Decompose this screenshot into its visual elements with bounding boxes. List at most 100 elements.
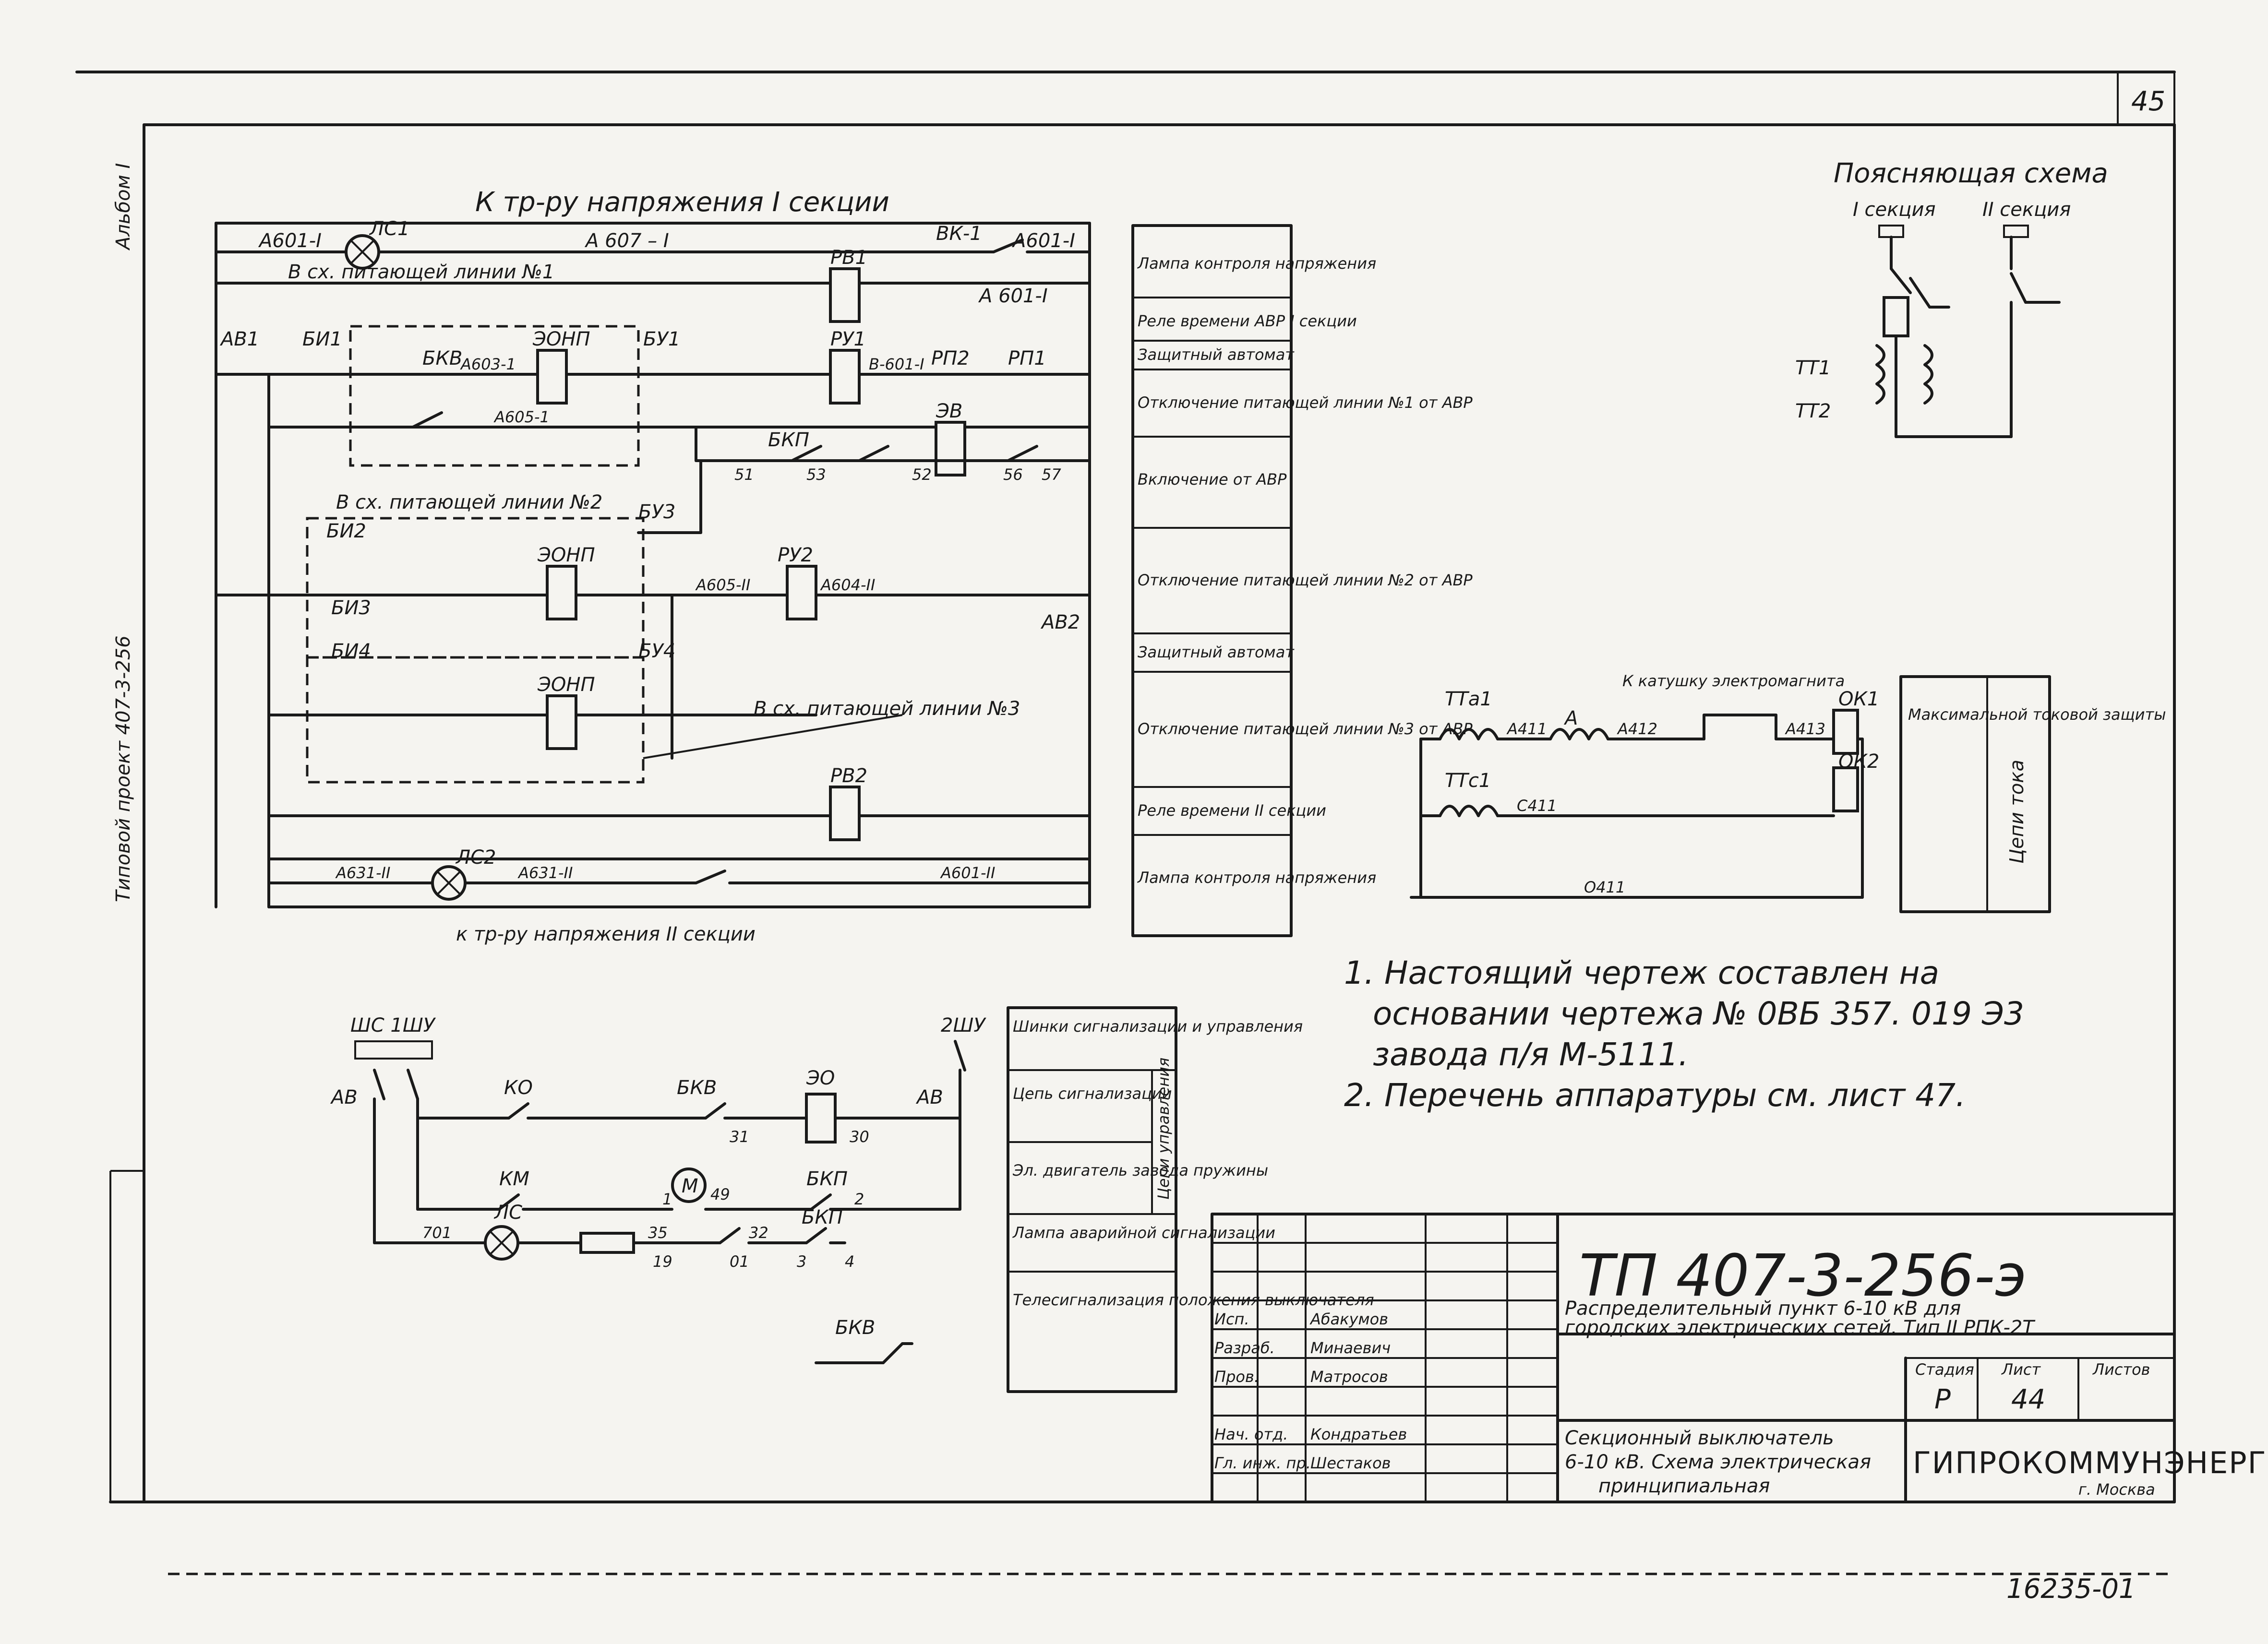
bu3-label: БУ3 (638, 501, 675, 523)
wire-a412: А412 (1617, 720, 1657, 738)
stamp-role-4: Нач. отд. (1214, 1425, 1288, 1443)
stamp-name-3: Матросов (1310, 1368, 1388, 1386)
relay-ru2-label: РУ2 (778, 544, 813, 566)
legend-row-1: Лампа контроля напряжения (1137, 254, 1376, 273)
stamp-role-1: Исп. (1214, 1310, 1249, 1328)
stamp-city: г. Москва (2078, 1480, 2155, 1499)
lamp-2-label: ЛС2 (455, 846, 496, 869)
feed-line-2: В сх. питающей линии №2 (336, 491, 602, 513)
control-ko: КО (504, 1077, 533, 1099)
control-shunt: ШС 1ШУ (350, 1014, 436, 1036)
legend-row-8: Отключение питающей линии №3 от АВР (1138, 720, 1473, 738)
protection-a: А (1563, 707, 1578, 729)
coil-ev-label: ЭВ (936, 400, 962, 422)
wire-a601-2: А601-I (1011, 230, 1075, 252)
ok1-label: ОК1 (1838, 688, 1879, 710)
section-1-label: I секция (1853, 199, 1936, 221)
stamp-sheet: 44 (2011, 1384, 2045, 1415)
top-bus-title: К тр-ру напряжения I секции (475, 187, 889, 218)
wire-a413: А413 (1785, 720, 1825, 738)
protection-side-2: Цепи тока (2006, 760, 2028, 864)
control-w49: 49 (710, 1185, 730, 1203)
note-line-1: 1. Настоящий чертеж составлен на (1344, 954, 1939, 991)
wire-a604: А604-II (820, 576, 875, 594)
protection-note: К катушку электромагнита (1622, 672, 1845, 690)
stamp-org: ГИПРОКОММУНЭНЕРГО (1913, 1445, 2268, 1480)
wire-a601-3: А 601-I (978, 285, 1048, 307)
num-53: 53 (806, 465, 826, 484)
tt2-label: ТТ2 (1795, 400, 1831, 422)
stamp-role-2: Разраб. (1214, 1339, 1275, 1357)
num-57: 57 (1042, 465, 1061, 484)
bkp-label: БКП (768, 429, 809, 451)
stamp-sheet-title-1: Секционный выключатель (1565, 1427, 1834, 1449)
control-m: М (682, 1175, 698, 1197)
stamp-sheet-title-2: 6-10 кВ. Схема электрическая (1565, 1451, 1871, 1473)
num-52: 52 (912, 465, 932, 484)
tt1-label: ТТ1 (1795, 357, 1831, 379)
control-legend-row-2: Цепь сигнализации (1013, 1084, 1172, 1103)
legend-row-5: Включение от АВР (1138, 470, 1287, 488)
wire-a411: А411 (1506, 720, 1547, 738)
legend-row-4: Отключение питающей линии №1 от АВР (1138, 393, 1473, 412)
bu4-label: БУ4 (638, 640, 675, 662)
lamp-1-label: ЛС1 (369, 218, 409, 240)
control-ls: ЛС (493, 1202, 522, 1224)
coil-eon1-label: ЭОНП (532, 328, 590, 350)
bkv-label: БКВ (422, 347, 462, 369)
wire-a607: А 607 – I (584, 230, 669, 252)
stamp-code: ТП 407-3-256-э (1579, 1243, 2027, 1310)
control-circuit (354, 1006, 1177, 1393)
block-contact-top: ВК-1 (936, 223, 982, 245)
bottom-bus-title: к тр-ру напряжения II секции (456, 923, 756, 945)
control-w31: 31 (730, 1128, 749, 1146)
stamp-description-1: Распределительный пункт 6-10 кВ для (1565, 1298, 1961, 1320)
control-legend-side: Цепи управления (1154, 1058, 1173, 1200)
bottom-number: 16235-01 (2006, 1573, 2136, 1605)
control-w2: 2 (854, 1190, 864, 1208)
wire-a605-2: А605-II (695, 576, 750, 594)
control-bkp2: БКП (802, 1206, 843, 1228)
stamp-description-2: городских электрических сетей. Тип II РП… (1565, 1317, 2036, 1339)
av2-label: АВ2 (1040, 611, 1080, 633)
control-legend-row-3: Эл. двигатель завода пружины (1012, 1161, 1268, 1179)
control-legend-row-1: Шинки сигнализации и управления (1013, 1017, 1303, 1036)
num-56: 56 (1003, 465, 1023, 484)
control-w701: 701 (422, 1224, 452, 1242)
feed-line-1: В сх. питающей линии №1 (288, 261, 554, 283)
stamp-sheet-title-3: принципиальная (1598, 1475, 1770, 1497)
stamp-name-4: Кондратьев (1310, 1425, 1407, 1443)
avr-schematic (215, 222, 1293, 937)
control-w4: 4 (845, 1252, 854, 1271)
control-w35: 35 (648, 1224, 668, 1242)
bi2-label: БИ2 (326, 520, 366, 542)
protection-side-1: Максимальной токовой защиты (1908, 705, 2166, 724)
legend-table (1133, 297, 1291, 836)
control-av-r: АВ (915, 1086, 943, 1108)
control-w19: 19 (653, 1252, 672, 1271)
coil-eon3-label: ЭОНП (537, 674, 595, 696)
legend-row-3: Защитный автомат (1138, 345, 1295, 364)
page-number: 45 (2131, 86, 2165, 117)
note-line-3: завода п/я М-5111. (1373, 1036, 1689, 1073)
wire-a631-b: А631-II (517, 864, 573, 882)
legend-row-10: Лампа контроля напряжения (1137, 869, 1376, 887)
relay-ru1-label: РУ1 (830, 328, 866, 350)
protection-circuit (1410, 675, 2051, 913)
control-w3: 3 (797, 1252, 806, 1271)
legend-row-7: Защитный автомат (1138, 643, 1295, 661)
wire-0411: О411 (1584, 878, 1625, 896)
relay-rv2-label: РВ2 (830, 765, 867, 787)
relay-rp2-label: РП2 (931, 347, 970, 369)
bi4-label: БИ4 (331, 640, 371, 662)
section-2-label: II секция (1982, 199, 2071, 221)
relay-rp1-label: РП1 (1008, 347, 1046, 369)
stamp-col-sheets: Листов (2092, 1360, 2150, 1379)
protection-tt1: ТТа1 (1445, 688, 1492, 710)
legend-row-2: Реле времени АВР I секции (1138, 312, 1357, 330)
legend-row-6: Отключение питающей линии №2 от АВР (1138, 571, 1473, 589)
note-line-4: 2. Перечень аппаратуры см. лист 47. (1344, 1077, 1966, 1114)
explanatory-scheme (1875, 225, 2061, 438)
note-line-2: основании чертежа № 0ВБ 357. 019 Э3 (1373, 995, 2024, 1032)
wire-a601-1: А601-I (258, 230, 322, 252)
